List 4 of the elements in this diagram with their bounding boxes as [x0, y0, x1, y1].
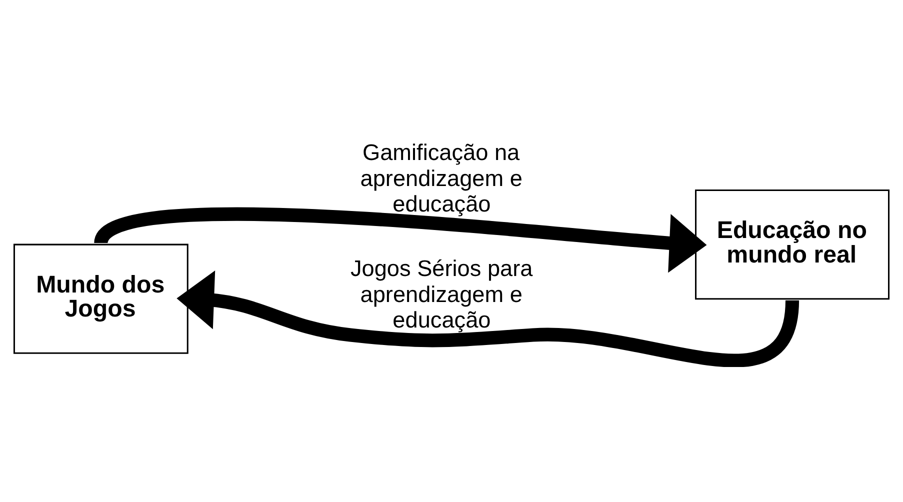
- edge-label: Gamificação na aprendizagem e educação: [360, 140, 522, 216]
- node-box: Mundo dos Jogos: [13, 243, 188, 354]
- edge-label: Jogos Sérios para aprendizagem e educação: [350, 256, 533, 332]
- node-box: Educação no mundo real: [695, 189, 890, 300]
